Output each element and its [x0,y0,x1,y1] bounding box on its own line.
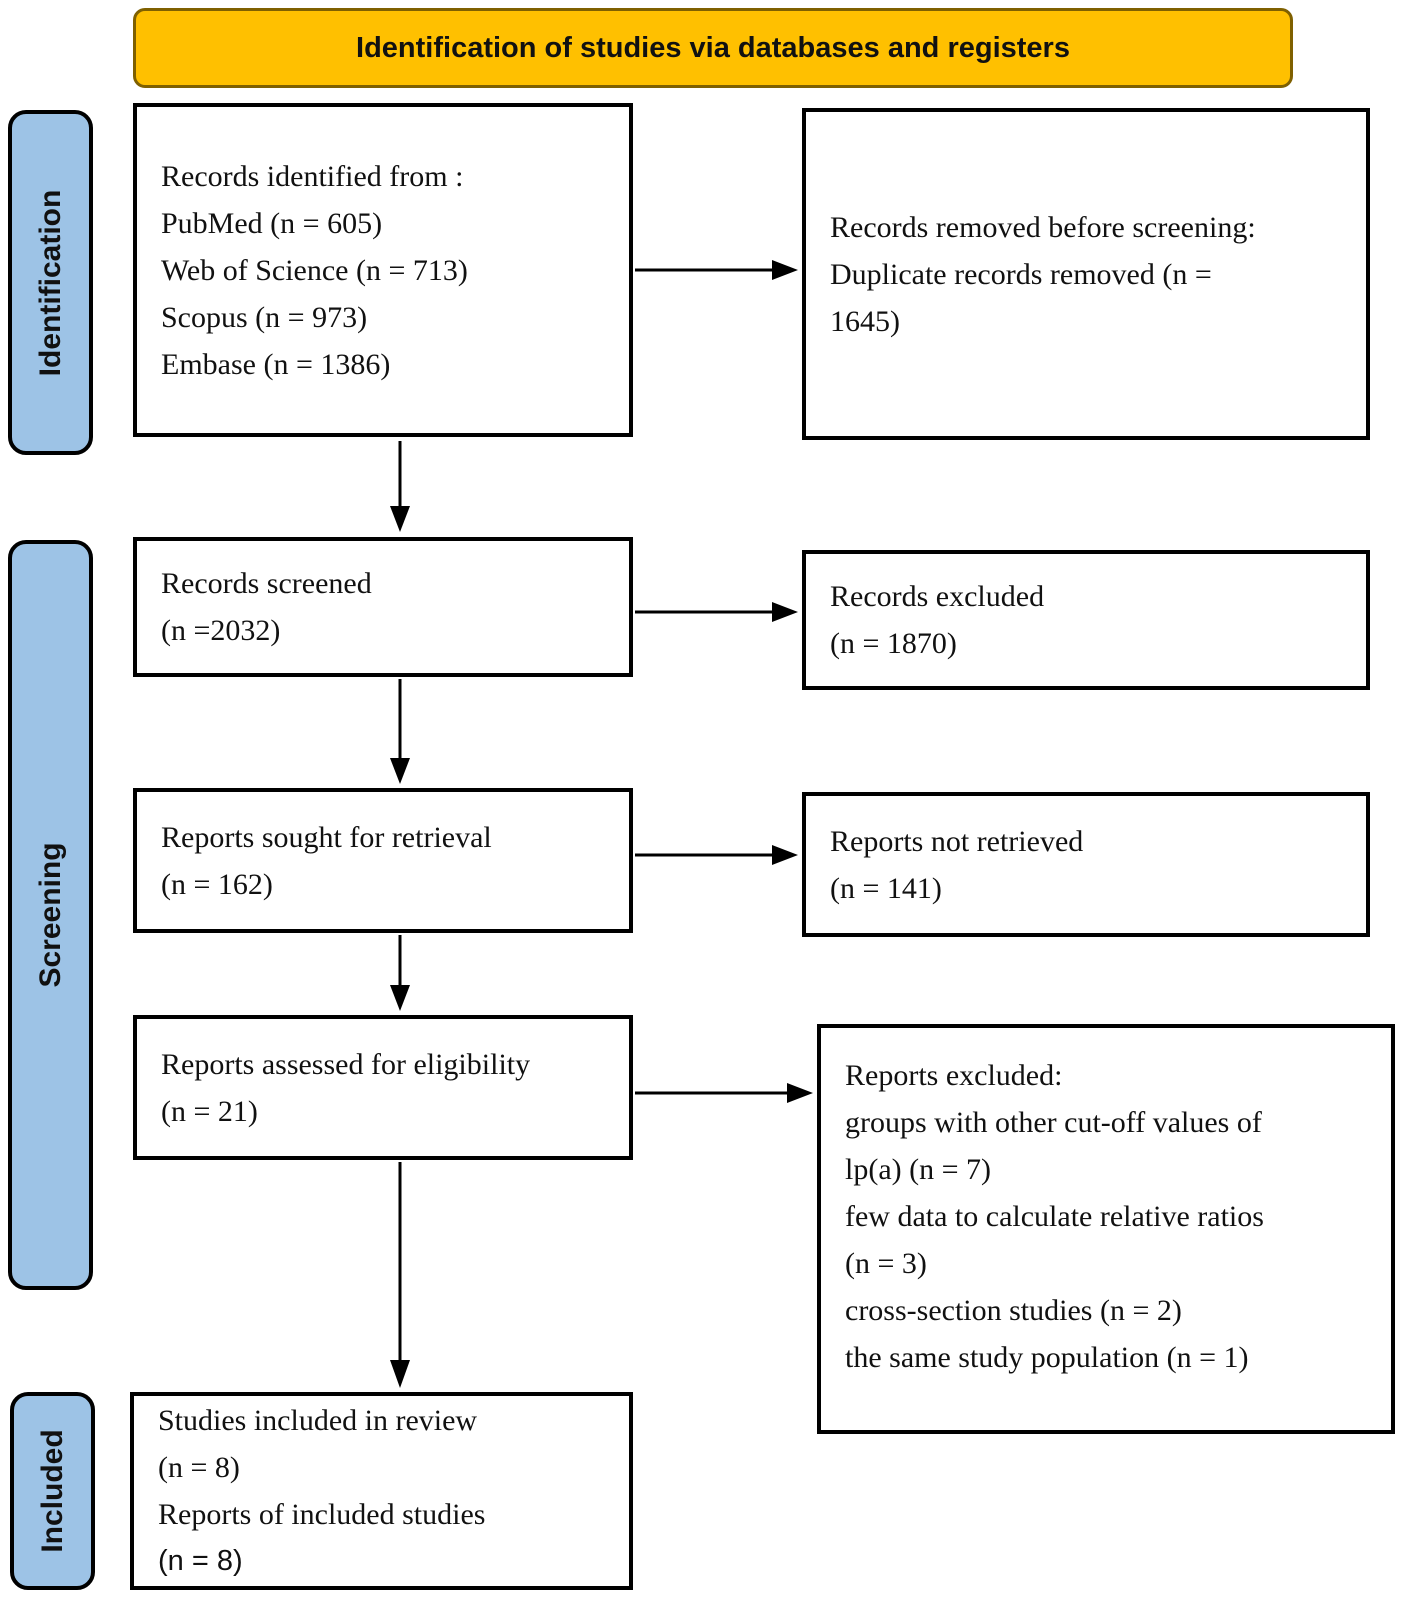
box-reports-assessed: Reports assessed for eligibility (n = 21… [133,1015,633,1160]
box-line: Reports assessed for eligibility [161,1047,531,1081]
stage-identification-label: Identification [33,189,67,376]
box-line: Records screened [161,567,372,600]
box-line: Web of Science (n = 713) [161,253,468,287]
box-line: Embase (n = 1386) [161,347,391,381]
box-line: 1645) [830,304,900,338]
box-line: (n = 141) [830,871,942,905]
box-line: Reports of included studies [158,1498,486,1531]
box-line: Records removed before screening: [830,210,1256,244]
box-line: the same study population (n = 1) [845,1341,1249,1374]
box-line: Scopus (n = 973) [161,300,368,334]
arrow-screened-to-excluded [635,602,798,622]
arrow-screened-to-sought [390,679,410,784]
box-line: Duplicate records removed (n = [830,257,1212,291]
arrow-assessed-to-included [390,1162,410,1388]
title-banner: Identification of studies via databases … [133,8,1293,88]
box-line: (n = 162) [161,867,273,901]
box-line: Records excluded [830,580,1045,613]
box-line: Studies included in review [158,1404,478,1437]
box-line: Reports not retrieved [830,824,1084,858]
box-studies-included: Studies included in review (n = 8) Repor… [130,1392,633,1590]
box-line: (n =2032) [161,614,281,647]
box-reports-excluded: Reports excluded: groups with other cut-… [817,1024,1395,1434]
box-records-removed: Records removed before screening: Duplic… [802,108,1370,440]
arrow-identified-to-screened [390,441,410,532]
box-records-excluded: Records excluded (n = 1870) [802,550,1370,690]
box-line: lp(a) (n = 7) [845,1153,992,1186]
title-banner-label: Identification of studies via databases … [356,31,1070,64]
box-line: (n = 3) [845,1247,927,1280]
box-reports-not-retrieved: Reports not retrieved (n = 141) [802,792,1370,937]
arrow-assessed-to-reports-excluded [635,1083,813,1103]
box-records-screened: Records screened (n =2032) [133,537,633,677]
stage-included-label: Included [35,1429,69,1553]
stage-screening-label: Screening [33,842,67,988]
box-line: (n = 8) [158,1545,243,1577]
box-line: few data to calculate relative ratios [845,1200,1264,1233]
box-line: groups with other cut-off values of [845,1106,1262,1139]
box-line: PubMed (n = 605) [161,206,383,240]
box-line: (n = 1870) [830,627,957,660]
box-line: (n = 21) [161,1094,258,1128]
arrow-identified-to-removed [635,260,798,280]
box-reports-sought: Reports sought for retrieval (n = 162) [133,788,633,933]
stage-identification: Identification [8,110,93,455]
box-records-identified: Records identified from : PubMed (n = 60… [133,103,633,437]
stage-screening: Screening [8,540,93,1290]
box-line: Reports sought for retrieval [161,820,492,854]
arrow-sought-to-assessed [390,935,410,1011]
stage-included: Included [10,1392,95,1590]
box-line: Reports excluded: [845,1059,1063,1092]
box-line: cross-section studies (n = 2) [845,1294,1182,1327]
box-line: (n = 8) [158,1451,240,1484]
box-line: Records identified from : [161,159,464,193]
arrow-sought-to-not-retrieved [635,845,798,865]
